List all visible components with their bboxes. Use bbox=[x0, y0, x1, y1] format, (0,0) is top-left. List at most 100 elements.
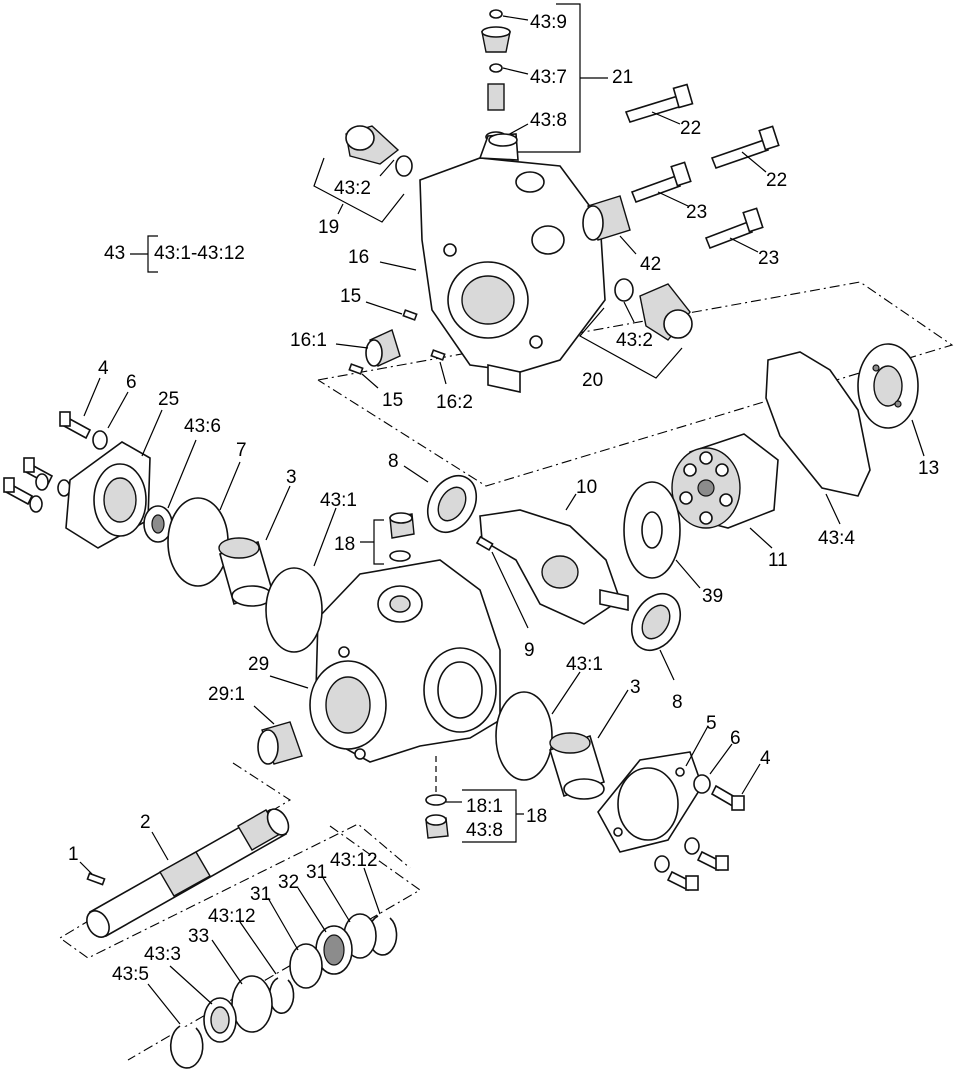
label-16-2: 16:2 bbox=[436, 392, 473, 413]
bolt-23b bbox=[704, 207, 764, 250]
label-6-right: 6 bbox=[730, 728, 741, 749]
drive-shaft-2 bbox=[86, 808, 290, 938]
label-43: 43 bbox=[104, 243, 125, 264]
label-43-2-right: 43:2 bbox=[616, 330, 653, 351]
label-1: 1 bbox=[68, 844, 79, 865]
label-42: 42 bbox=[640, 254, 661, 275]
label-19: 19 bbox=[318, 217, 339, 238]
cylinder-block-11 bbox=[671, 433, 779, 529]
label-43-9: 43:9 bbox=[530, 12, 567, 33]
key-9 bbox=[475, 535, 494, 552]
bracket-19 bbox=[313, 157, 405, 223]
label-43-6: 43:6 bbox=[184, 416, 221, 437]
o-ring-43-1b bbox=[495, 691, 553, 781]
retaining-ring-43-5 bbox=[170, 1025, 204, 1069]
front-cover-25 bbox=[65, 441, 151, 549]
end-cover-5 bbox=[597, 751, 703, 853]
label-23a: 23 bbox=[686, 202, 707, 223]
pin-15a bbox=[402, 309, 418, 321]
label-23b: 23 bbox=[758, 248, 779, 269]
label-8-top: 8 bbox=[388, 451, 399, 472]
label-2: 2 bbox=[140, 812, 151, 833]
seal-43-3 bbox=[203, 997, 237, 1043]
key-1 bbox=[86, 872, 106, 886]
label-15-bottom: 15 bbox=[382, 390, 403, 411]
label-31-right: 31 bbox=[306, 862, 327, 883]
thrust-washer-31b bbox=[289, 943, 323, 989]
rear-housing-16 bbox=[419, 133, 606, 393]
label-18-top: 18 bbox=[334, 534, 355, 555]
label-43-7: 43:7 bbox=[530, 67, 567, 88]
label-8-bottom: 8 bbox=[672, 692, 683, 713]
label-16: 16 bbox=[348, 247, 369, 268]
label-20: 20 bbox=[582, 370, 603, 391]
label-4-right: 4 bbox=[760, 748, 771, 769]
label-15-top: 15 bbox=[340, 286, 361, 307]
label-43-1-top: 43:1 bbox=[320, 490, 357, 511]
gasket-43-4 bbox=[765, 351, 871, 497]
snap-ring-43-12b bbox=[268, 977, 295, 1014]
label-16-1: 16:1 bbox=[290, 330, 327, 351]
fitting-stack-21 bbox=[481, 9, 511, 143]
label-43-4: 43:4 bbox=[818, 528, 855, 549]
thrust-disc-39 bbox=[623, 481, 681, 579]
label-43-3: 43:3 bbox=[144, 944, 181, 965]
label-32: 32 bbox=[278, 872, 299, 893]
bracket-18a bbox=[360, 519, 384, 565]
needle-bearing-16-1 bbox=[365, 329, 401, 367]
bearing-race-3b bbox=[549, 732, 605, 800]
label-43-12-top: 43:12 bbox=[330, 850, 378, 871]
label-43-12-bottom: 43:12 bbox=[208, 906, 256, 927]
washers-6b bbox=[654, 774, 711, 873]
label-4-left: 4 bbox=[98, 358, 109, 379]
bearing-race-3a bbox=[218, 537, 273, 607]
bracket-18b bbox=[462, 789, 524, 843]
label-3-top: 3 bbox=[286, 467, 297, 488]
needle-bearing-29-1 bbox=[257, 721, 303, 765]
label-13: 13 bbox=[918, 458, 939, 479]
o-ring-7 bbox=[167, 497, 229, 587]
label-29-1: 29:1 bbox=[208, 684, 245, 705]
label-22b: 22 bbox=[766, 170, 787, 191]
relief-valve-20 bbox=[614, 278, 693, 341]
label-3-bottom: 3 bbox=[630, 677, 641, 698]
swashplate-10 bbox=[479, 509, 629, 625]
label-29: 29 bbox=[248, 654, 269, 675]
pin-15b bbox=[348, 363, 364, 375]
label-9: 9 bbox=[524, 640, 535, 661]
bolt-4a bbox=[59, 411, 92, 440]
label-7: 7 bbox=[236, 440, 247, 461]
label-18-1: 18:1 bbox=[466, 796, 503, 817]
label-33: 33 bbox=[188, 926, 209, 947]
plug-18a bbox=[389, 512, 415, 562]
valve-plate-13 bbox=[857, 343, 919, 429]
spacer-33 bbox=[231, 975, 273, 1033]
label-43-range: 43:1-43:12 bbox=[154, 243, 245, 264]
label-5: 5 bbox=[706, 713, 717, 734]
label-22a: 22 bbox=[680, 118, 701, 139]
label-25: 25 bbox=[158, 389, 179, 410]
label-43-5: 43:5 bbox=[112, 964, 149, 985]
tapered-bearing-8b bbox=[630, 592, 682, 652]
label-6-left: 6 bbox=[126, 372, 137, 393]
label-10: 10 bbox=[576, 477, 597, 498]
label-21: 21 bbox=[612, 67, 633, 88]
o-ring-43-1a bbox=[265, 567, 323, 653]
bolt-23a bbox=[630, 161, 692, 204]
sleeve-42 bbox=[582, 195, 631, 241]
label-18-bottom: 18 bbox=[526, 806, 547, 827]
pin-16-2 bbox=[430, 349, 446, 361]
relief-valve-19 bbox=[345, 125, 413, 177]
bolt-22b bbox=[710, 125, 780, 170]
label-43-2-left: 43:2 bbox=[334, 178, 371, 199]
plug-18b bbox=[425, 794, 449, 839]
thrust-bearing-32 bbox=[315, 925, 353, 975]
dashed-boundary-shaft bbox=[58, 762, 411, 959]
label-31-left: 31 bbox=[250, 884, 271, 905]
bolt-22a bbox=[624, 83, 694, 123]
front-housing-29 bbox=[309, 559, 501, 763]
label-43-8-bottom: 43:8 bbox=[466, 820, 503, 841]
bracket-20 bbox=[579, 307, 683, 379]
